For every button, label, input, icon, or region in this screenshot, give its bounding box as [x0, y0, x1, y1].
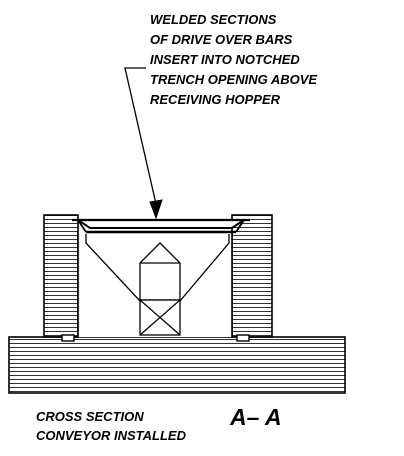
- callout-line: INSERT INTO NOTCHED: [150, 52, 300, 67]
- section-mark: A– A: [230, 404, 282, 430]
- caption-subtitle: CONVEYOR INSTALLED: [36, 428, 186, 443]
- conveyor: [139, 242, 181, 336]
- callout-line: WELDED SECTIONS: [150, 12, 277, 27]
- ground-slab: [8, 336, 346, 394]
- left-trench-wall: [43, 214, 79, 338]
- leader-arrow: [124, 67, 163, 220]
- callout-line: OF DRIVE OVER BARS: [150, 32, 293, 47]
- receiving-hopper: [85, 234, 230, 302]
- callout-note: WELDED SECTIONS OF DRIVE OVER BARS INSER…: [150, 10, 317, 110]
- base-notches: [61, 334, 250, 342]
- callout-line: RECEIVING HOPPER: [150, 92, 281, 107]
- caption-title: CROSS SECTION: [36, 409, 144, 424]
- drive-over-bars: [72, 218, 250, 234]
- right-trench-wall: [231, 214, 273, 338]
- callout-line: TRENCH OPENING ABOVE: [150, 72, 318, 87]
